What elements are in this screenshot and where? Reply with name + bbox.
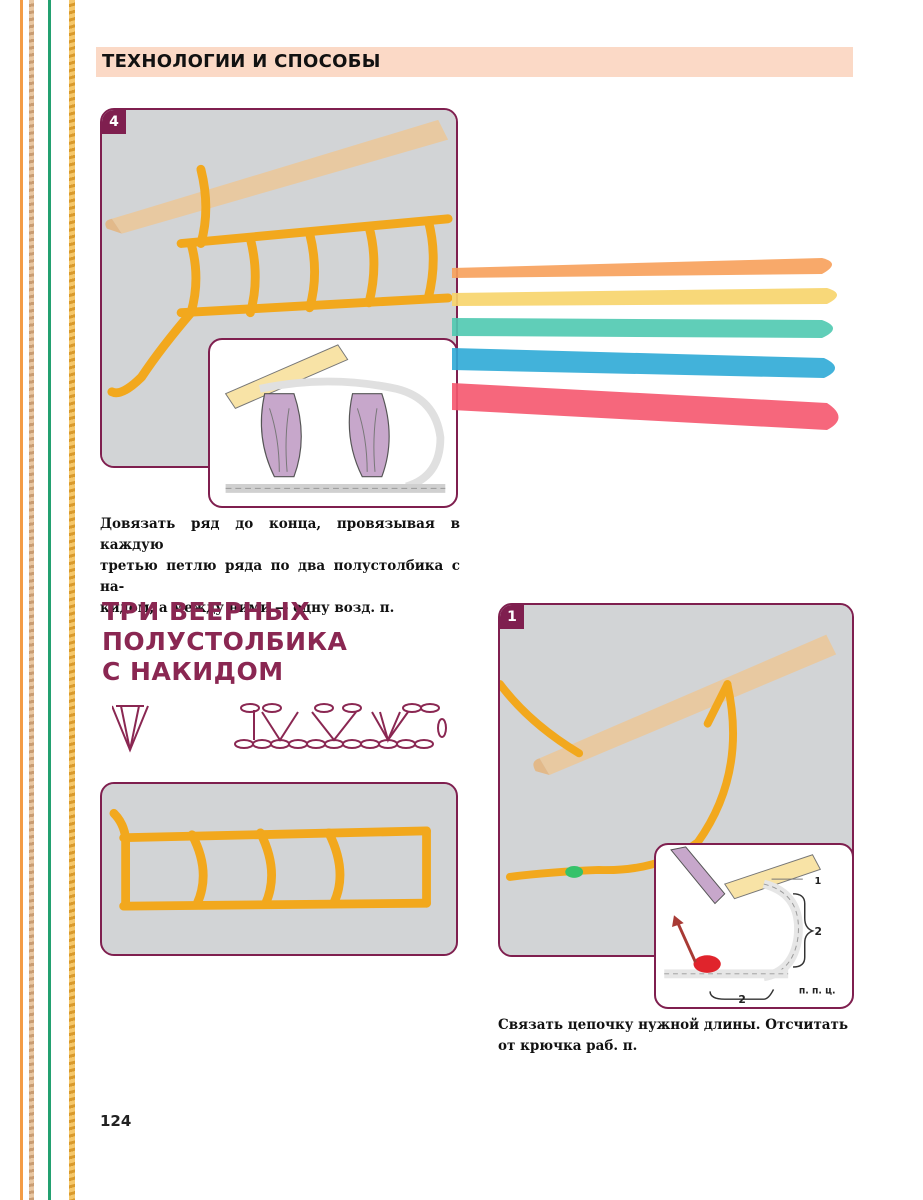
page-header-title: ТЕХНОЛОГИИ И СПОСОБЫ bbox=[102, 51, 381, 72]
yarn-strip-orange bbox=[20, 0, 23, 1200]
header-band bbox=[96, 47, 853, 77]
section-title: ТРИ ВЕЕРНЫХ ПОЛУСТОЛБИКА С НАКИДОМ bbox=[102, 597, 347, 687]
section-title-line: ПОЛУСТОЛБИКА bbox=[102, 627, 348, 656]
yarn-strip-green bbox=[48, 0, 51, 1200]
step4-caption-line: кидом, а между ними — одну возд. п. bbox=[100, 600, 395, 616]
section-title-line: ТРИ ВЕЕРНЫХ bbox=[102, 597, 311, 626]
section-title-line: С НАКИДОМ bbox=[102, 657, 284, 686]
stitch-symbols bbox=[112, 703, 447, 753]
yarn-strip-gold bbox=[69, 0, 75, 1200]
step1-diagram-label-chain: п. п. ц. bbox=[799, 985, 836, 996]
step4-caption-line: Довязать ряд до конца, провязывая в кажд… bbox=[100, 516, 460, 553]
step1-diagram-inset: 1 2 2 п. п. ц. bbox=[654, 843, 854, 1009]
step1-diagram-label-2-right: 2 bbox=[815, 925, 822, 938]
step1-badge: 1 bbox=[500, 605, 524, 629]
sample-swatch-photo bbox=[100, 782, 458, 956]
step4-diagram-inset bbox=[208, 338, 458, 508]
step4-caption-line: третью петлю ряда по два полустолбика с … bbox=[100, 558, 460, 595]
step4-caption: Довязать ряд до конца, провязывая в кажд… bbox=[100, 514, 460, 619]
colored-hooks-image bbox=[452, 258, 839, 430]
step1-diagram-label-2-bottom: 2 bbox=[738, 993, 745, 1006]
step1-caption-line: от крючка раб. п. bbox=[498, 1038, 638, 1054]
step1-diagram-label-1: 1 bbox=[815, 876, 822, 887]
step1-caption-line: Связать цепочку нужной длины. Отсчитать bbox=[498, 1017, 849, 1033]
page-number: 124 bbox=[100, 1112, 132, 1130]
yarn-strip-beige bbox=[29, 0, 34, 1200]
step4-badge: 4 bbox=[102, 110, 126, 134]
step1-caption: Связать цепочку нужной длины. Отсчитать … bbox=[498, 1015, 855, 1057]
